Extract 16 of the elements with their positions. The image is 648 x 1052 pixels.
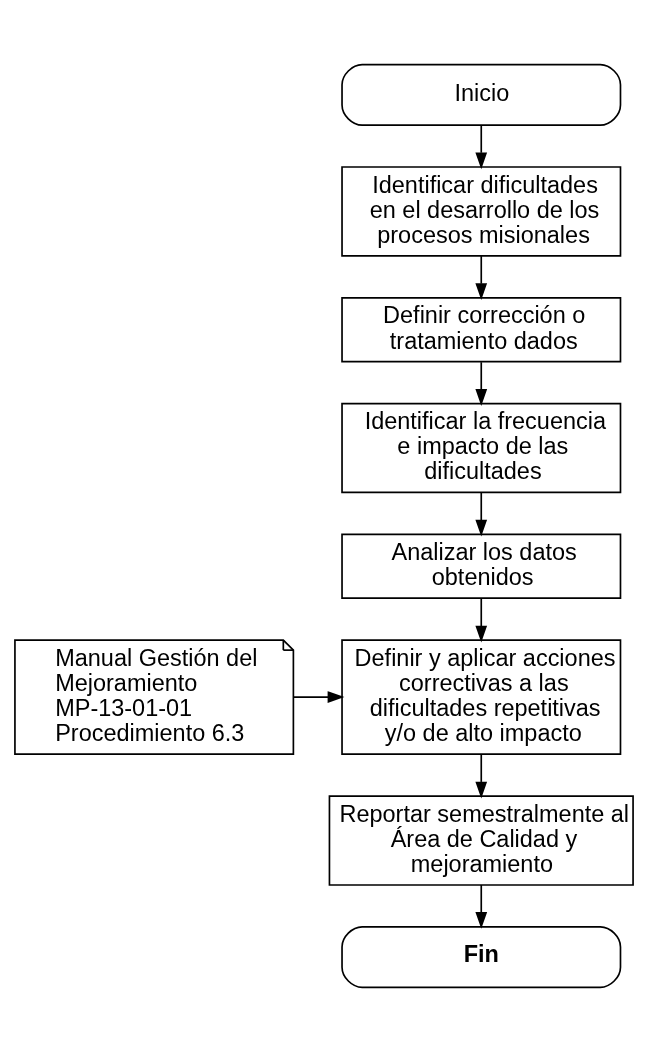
node-box: Definir y aplicar acciones correctivas a las dificultades repetitivas y/o de alto impacto: [341, 639, 622, 755]
node-box: Analizar los datos obtenidos: [341, 533, 622, 599]
arrow: [475, 491, 488, 537]
arrow: [292, 691, 345, 703]
arrow: [475, 597, 488, 643]
node-box: Identificar la frecuencia e impacto de las dificultades: [341, 402, 622, 494]
node-box: Fin: [341, 926, 622, 989]
arrow: [475, 753, 488, 799]
node-box: Reportar semestralmente al Área de Calidad y mejoramiento: [328, 795, 634, 886]
node-box: Definir corrección o tratamiento dados: [341, 297, 622, 363]
arrow: [475, 361, 488, 406]
node-box: Identificar dificultades en el desarrollo de los procesos misionales: [341, 166, 622, 257]
arrow: [475, 884, 488, 929]
arrow: [475, 255, 488, 300]
node-box: Inicio: [341, 63, 622, 126]
arrow: [475, 124, 488, 170]
